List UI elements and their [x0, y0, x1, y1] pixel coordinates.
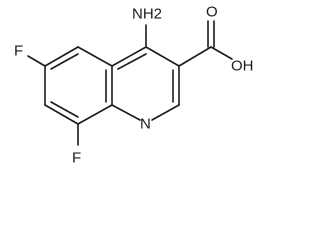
bond-c7-c8-inner [50, 101, 79, 118]
fluorine-6-label: F [14, 43, 23, 60]
hydroxyl-label: OH [231, 58, 254, 75]
bond-c5-c6 [44, 46, 79, 67]
structure-diagram: NH2 O OH N F F [14, 4, 254, 167]
ring-nitrogen-label: N [140, 116, 151, 133]
bond-c5-c6-inner [50, 53, 79, 70]
bond-c4-c3 [145, 46, 180, 67]
bond-c4a-c4-inner [117, 53, 147, 70]
quinoline-structure: NH2 O OH N F F [14, 4, 254, 167]
bond-c3-c-carboxyl [178, 46, 212, 67]
bond-n1-c8a [111, 104, 141, 121]
fluorine-8-label: F [72, 150, 81, 167]
bonds [27, 20, 233, 146]
atom-labels: NH2 O OH N F F [14, 4, 254, 167]
bond-c8-c8a [77, 104, 113, 125]
amino-label: NH2 [132, 6, 162, 23]
bond-carboxyl-oh [210, 46, 233, 60]
bond-c4a-c5 [77, 46, 113, 67]
carbonyl-oxygen-label: O [206, 4, 218, 21]
bond-c2-n1 [151, 104, 180, 121]
bond-c7-c8 [44, 104, 79, 125]
bond-c4a-c4 [111, 46, 147, 67]
bond-c6-f [27, 55, 46, 67]
